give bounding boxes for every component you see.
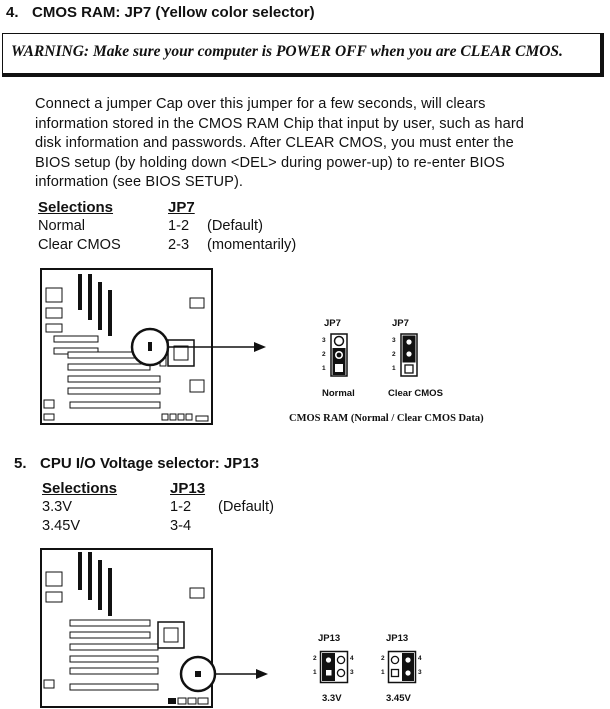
pin-number: 3 [322, 337, 326, 344]
cmos-description: Connect a jumper Cap over this jumper fo… [35, 95, 605, 193]
jp13-345v-jumper [387, 650, 417, 684]
section-5-number: 5. [14, 455, 27, 472]
motherboard-diagram-jp13 [40, 548, 268, 708]
jp7-row-pins: 2-3 [168, 237, 190, 253]
jp7-row-note: (momentarily) [207, 237, 297, 253]
jp7-row-note: (Default) [207, 218, 263, 234]
pin-number: 2 [381, 655, 385, 662]
pin-number: 1 [381, 669, 385, 676]
jp7-normal-label: Normal [322, 388, 355, 399]
jp7-row-label: Clear CMOS [38, 237, 121, 253]
section-4-heading: 4. CMOS RAM: JP7 (Yellow color selector) [6, 4, 315, 21]
jp13-33v-jumper [319, 650, 349, 684]
jp13-jumper-header: JP13 [170, 480, 206, 497]
jp13-a-label: JP13 [318, 633, 341, 644]
jp13-row-label: 3.45V [42, 518, 81, 534]
jp7-row-label: Normal [38, 218, 86, 234]
pin-number: 2 [313, 655, 317, 662]
paragraph-line: information (see BIOS SETUP). [35, 174, 244, 191]
jp7-clear-label: Clear CMOS [388, 388, 443, 399]
section-4-title: CMOS RAM: JP7 (Yellow color selector) [32, 4, 315, 21]
warning-text: WARNING: Make sure your computer is POWE… [11, 43, 563, 60]
warning-box: WARNING: Make sure your computer is POWE… [2, 33, 604, 77]
pin-number: 2 [322, 351, 326, 358]
paragraph-line: information stored in the CMOS RAM Chip … [35, 115, 525, 132]
jp13-row-note: (Default) [218, 499, 274, 515]
jp13-33v-label: 3.3V [322, 693, 342, 704]
pin-number: 1 [313, 669, 317, 676]
jp13-b-label: JP13 [386, 633, 409, 644]
jp7-normal-jumper [330, 333, 348, 377]
pin-number: 1 [392, 365, 396, 372]
jp13-row-pins: 1-2 [170, 499, 192, 515]
jp7-b-label: JP7 [392, 318, 409, 329]
motherboard-diagram-jp7 [40, 268, 266, 425]
pin-number: 1 [322, 365, 326, 372]
pin-number: 3 [350, 669, 354, 676]
paragraph-line: disk information and passwords. After CL… [35, 135, 514, 152]
pin-number: 4 [350, 655, 354, 662]
jp7-selections-header: Selections [38, 199, 114, 216]
jp13-345v-label: 3.45V [386, 693, 411, 704]
paragraph-line: BIOS setup (by holding down <DEL> during… [35, 154, 505, 171]
jp13-selections-header: Selections [42, 480, 118, 497]
pin-number: 2 [392, 351, 396, 358]
jp7-a-label: JP7 [324, 318, 341, 329]
jp7-row-pins: 1-2 [168, 218, 190, 234]
pin-number: 4 [418, 655, 422, 662]
pin-number: 3 [418, 669, 422, 676]
jp7-caption: CMOS RAM (Normal / Clear CMOS Data) [289, 413, 484, 424]
jp7-jumper-header: JP7 [168, 199, 195, 216]
pin-number: 3 [392, 337, 396, 344]
jp7-clear-jumper [400, 333, 418, 377]
section-5-heading: 5. CPU I/O Voltage selector: JP13 [14, 455, 259, 472]
jp13-row-label: 3.3V [42, 499, 73, 515]
section-5-title: CPU I/O Voltage selector: JP13 [40, 455, 259, 472]
jp13-row-pins: 3-4 [170, 518, 192, 534]
paragraph-line: Connect a jumper Cap over this jumper fo… [35, 96, 486, 112]
section-4-number: 4. [6, 4, 19, 21]
